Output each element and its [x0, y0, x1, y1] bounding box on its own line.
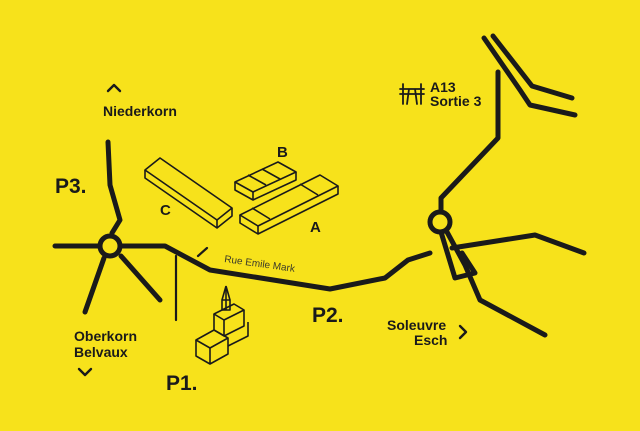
highway-a13 — [481, 33, 578, 118]
label-parking-p1: P1. — [166, 372, 198, 395]
road-a13-link — [438, 69, 501, 213]
road-belvaux — [118, 253, 163, 303]
building-b-shape — [234, 161, 297, 201]
label-oberkorn: Oberkorn — [74, 328, 137, 344]
label-parking-p2: P2. — [312, 304, 344, 327]
church-icon — [195, 285, 249, 365]
highway-icon — [399, 83, 425, 105]
label-soleuvre: Soleuvre — [387, 317, 446, 333]
road-soleuvre — [444, 229, 548, 338]
road-niederkorn — [105, 139, 123, 236]
chevron-up-icon — [106, 83, 122, 93]
chevron-right-icon — [458, 324, 468, 340]
roundabout-west — [97, 233, 123, 259]
label-esch: Esch — [414, 332, 447, 348]
road-main — [52, 232, 587, 292]
chevron-down-icon — [77, 367, 93, 377]
label-building-c: C — [160, 202, 171, 219]
label-highway-name: A13 — [430, 79, 456, 95]
road-network — [52, 33, 587, 338]
label-niederkorn: Niederkorn — [103, 103, 177, 119]
road-street-tick — [196, 246, 209, 258]
building-a-shape — [239, 174, 339, 235]
building-c-shape — [144, 157, 233, 229]
roundabout-east — [427, 209, 453, 235]
label-highway-exit: Sortie 3 — [430, 93, 482, 109]
road-loop — [438, 229, 478, 281]
label-building-b: B — [277, 144, 288, 161]
label-building-a: A — [310, 219, 321, 236]
label-belvaux: Belvaux — [74, 344, 128, 360]
road-oberkorn — [82, 255, 107, 315]
label-parking-p3: P3. — [55, 175, 87, 198]
